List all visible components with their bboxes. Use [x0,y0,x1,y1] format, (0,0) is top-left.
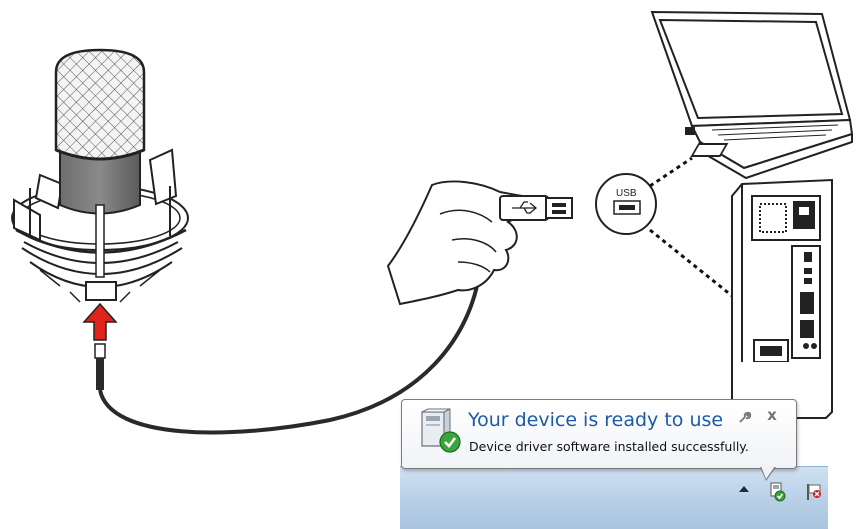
callout-leader-lines [649,156,783,338]
usb-device-check-icon [421,408,461,453]
usb-port-label: USB [616,188,637,199]
hand-holding-usb-plug [386,180,573,306]
windows-taskbar [400,466,828,529]
device-ready-notification: Your device is ready to use Device drive… [401,399,797,481]
balloon-tail-fill [761,466,775,479]
laptop [650,10,854,180]
action-center-flag-icon[interactable] [806,483,822,501]
wrench-icon[interactable] [738,410,752,424]
mic-cable-connector [94,343,106,390]
microphone [11,48,189,303]
red-up-arrow-icon [82,302,118,341]
usb-device-check-icon[interactable] [768,482,786,502]
usb-port-callout: USB [595,173,657,235]
notification-title: Your device is ready to use [468,409,724,431]
show-hidden-icons-up-arrow-icon[interactable] [739,486,749,492]
notification-body: Device driver software installed success… [469,439,749,454]
close-button[interactable]: x [767,406,777,424]
desktop-tower [731,178,833,419]
